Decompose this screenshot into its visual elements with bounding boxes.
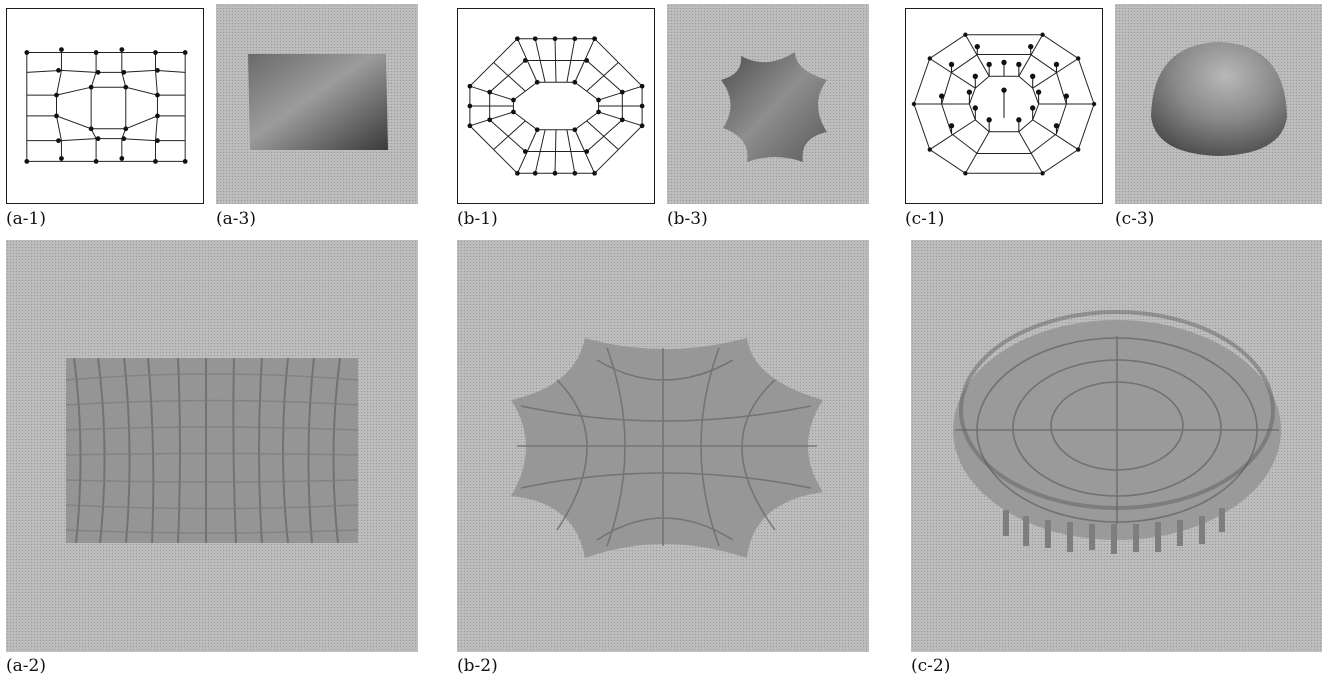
caption-c1: (c-1) [905,209,945,229]
caption-a2: (a-2) [6,656,46,676]
concentric-control-net [911,32,1097,176]
panel-b1-control-mesh [457,8,655,204]
caption-a3: (a-3) [216,209,256,229]
dome-shaded-surface [1151,42,1287,156]
octagon-control-net [467,36,645,176]
octagon-wire-surface [511,338,823,558]
panel-c1-control-mesh [905,8,1103,204]
panel-c3-shaded-surface [1115,4,1322,204]
panel-c2-wireframe-surface [911,240,1322,652]
flat-shaded-sheet [248,54,388,150]
panel-b3-shaded-surface [667,4,869,204]
caption-c3: (c-3) [1115,209,1155,229]
rect-control-net [24,47,188,164]
octagon-shaded-sheet [721,52,827,162]
caption-b3: (b-3) [667,209,708,229]
caption-b2: (b-2) [457,656,498,676]
panel-a3-shaded-surface [216,4,418,204]
caption-b1: (b-1) [457,209,498,229]
dome-wire-surface [953,310,1281,554]
panel-a1-control-mesh [6,8,204,204]
panel-a2-wireframe-surface [6,240,418,652]
rect-wire-surface [65,357,359,544]
panel-b2-wireframe-surface [457,240,869,652]
caption-a1: (a-1) [6,209,46,229]
caption-c2: (c-2) [911,656,951,676]
